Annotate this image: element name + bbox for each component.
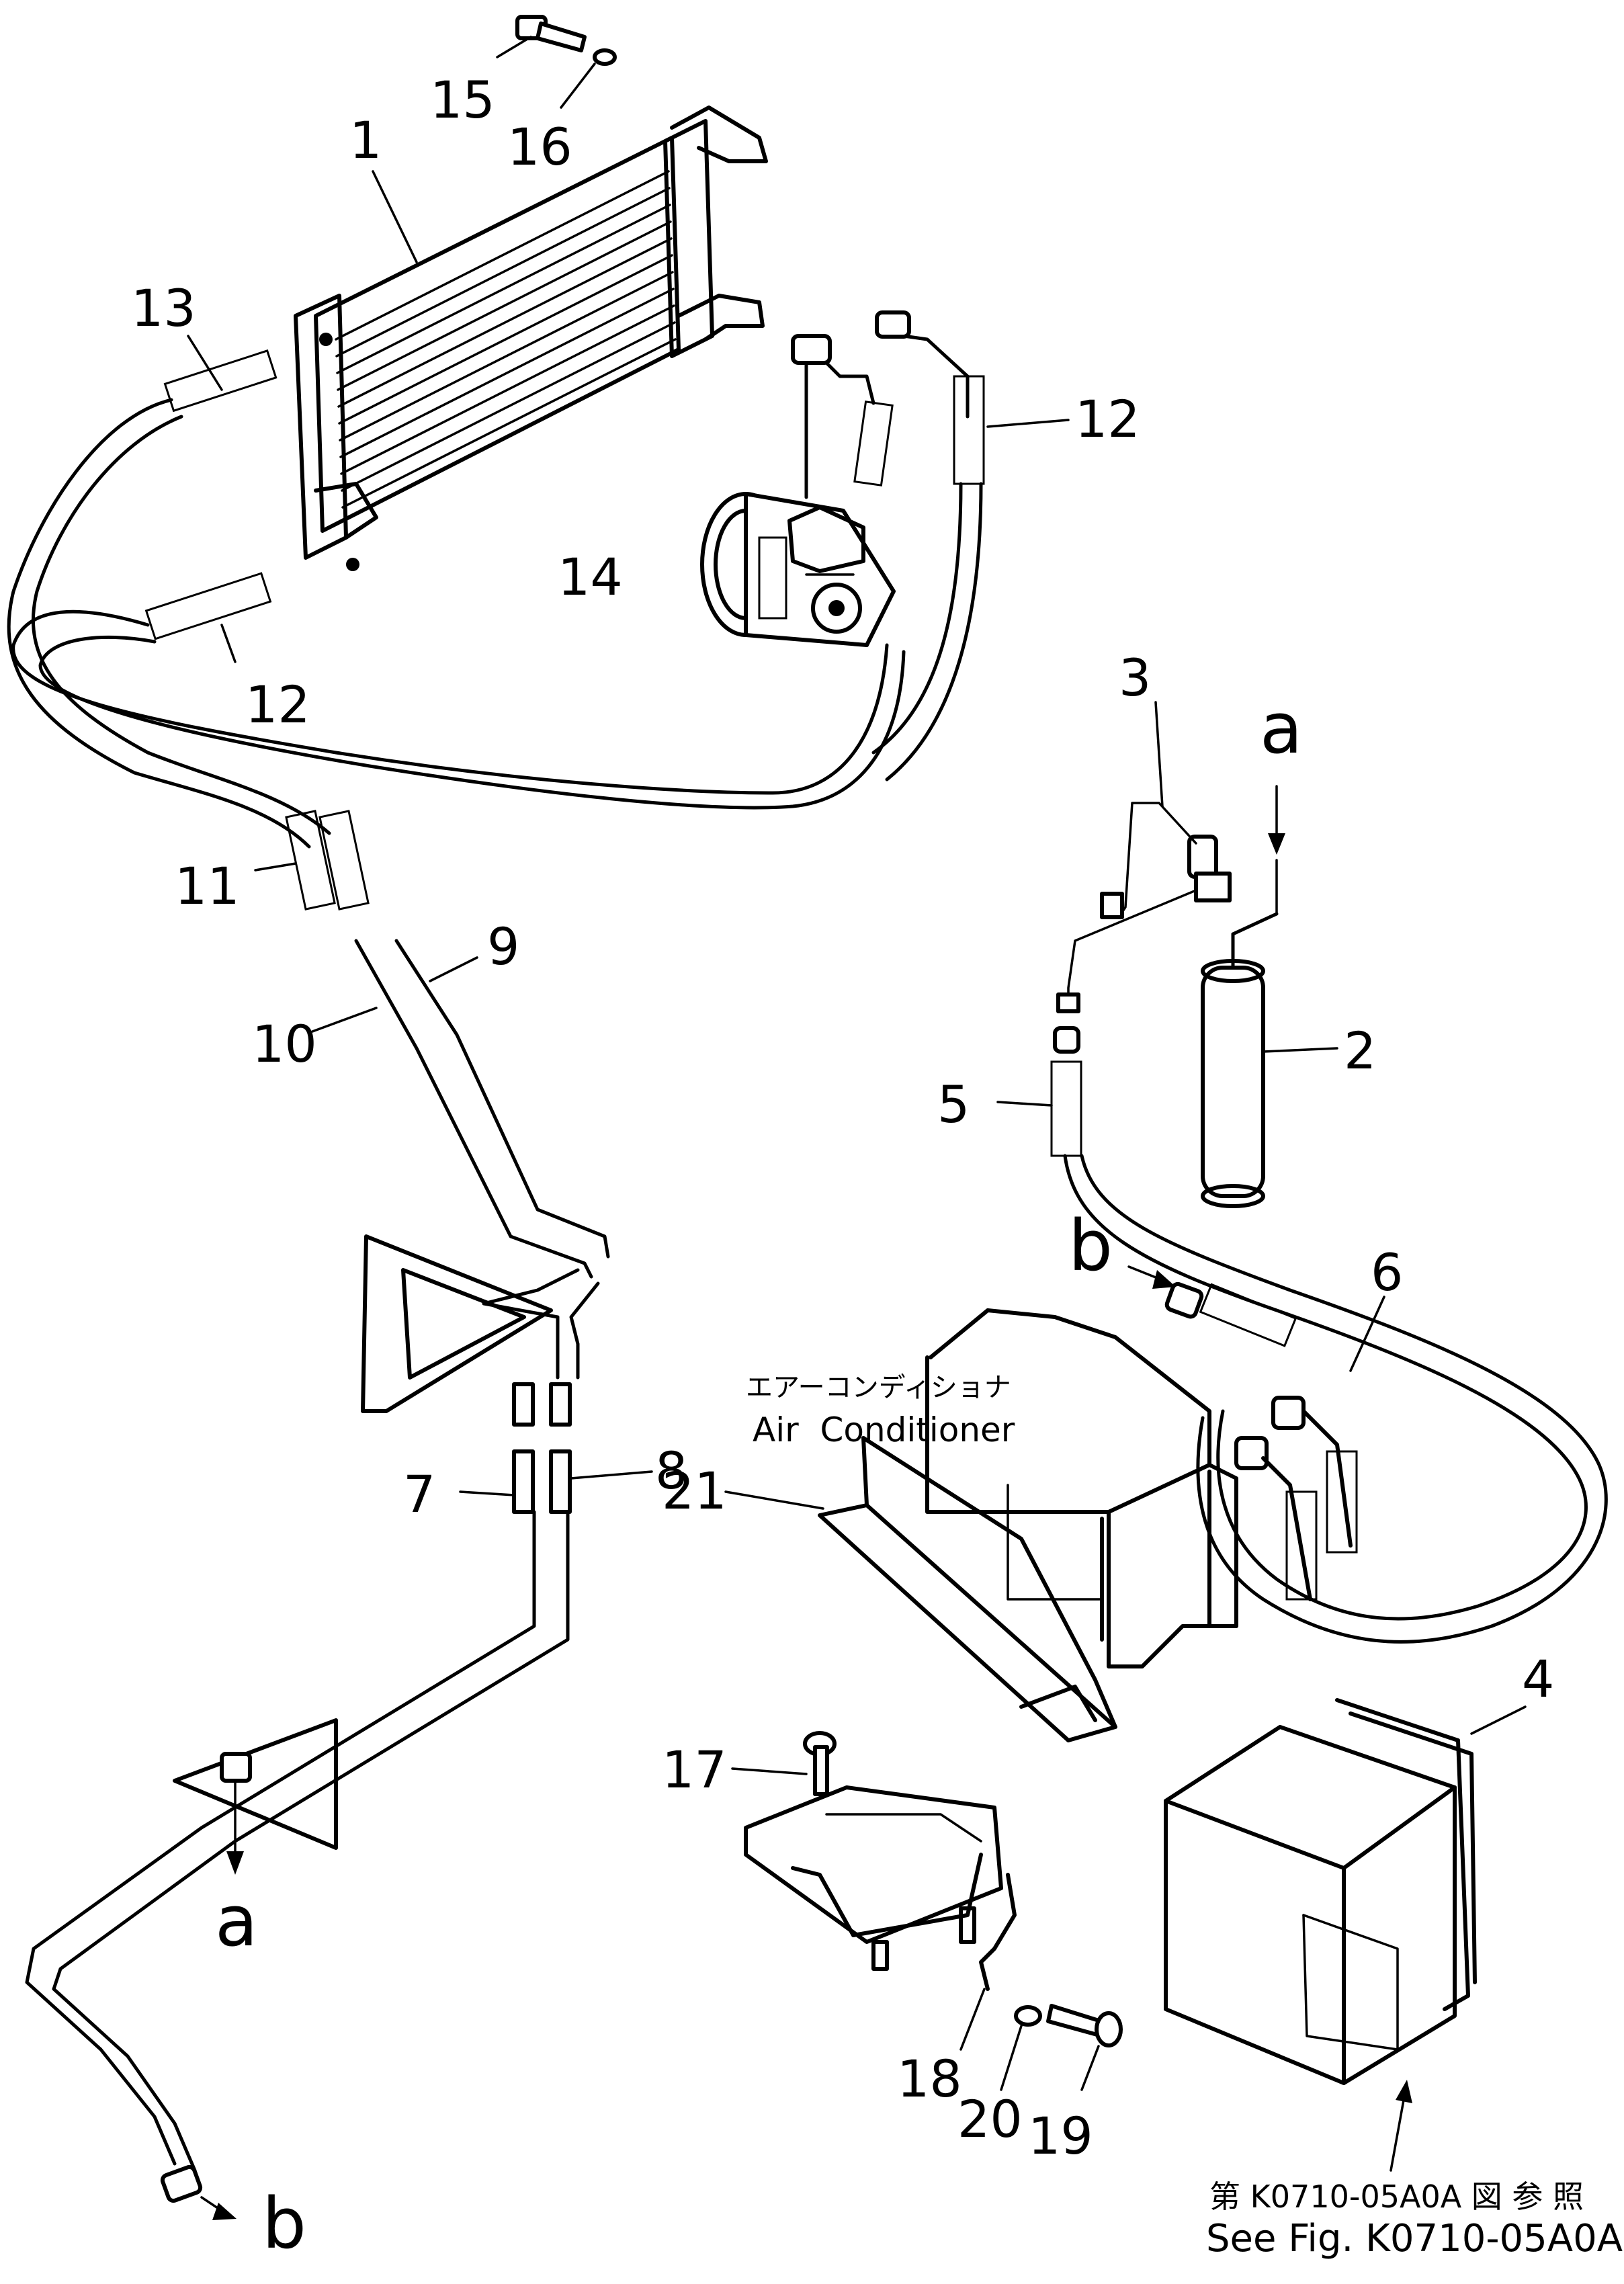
bolt-19 [1046, 2004, 1123, 2047]
callout-7: 7 [403, 1464, 435, 1524]
washer-20 [1014, 2005, 1042, 2027]
connector-b-bottom: b [262, 2183, 306, 2265]
screw [803, 1731, 837, 1796]
stay [979, 1873, 1017, 1991]
callout-14: 14 [558, 547, 623, 607]
callout-11: 11 [175, 856, 240, 916]
connector-b-mid: b [1068, 1205, 1113, 1287]
callout-12-left: 12 [245, 675, 310, 734]
bolt [515, 15, 587, 52]
condenser [294, 105, 768, 571]
reference-note: 第 K0710-05A0A 図 参 照 See Fig. K0710-05A0A [1206, 2179, 1623, 2260]
callout-18: 18 [897, 2049, 962, 2109]
callout-9: 9 [487, 917, 519, 976]
callout-8: 8 [655, 1441, 687, 1500]
bracket [818, 1436, 1117, 1742]
callout-12-right: 12 [1075, 389, 1140, 449]
callout-1: 1 [349, 110, 382, 170]
washer [593, 48, 617, 66]
callout-6: 6 [1371, 1242, 1403, 1302]
callout-16: 16 [507, 117, 572, 177]
callout-20: 20 [957, 2089, 1023, 2149]
connector-a-top: a [1260, 687, 1303, 769]
pressure-switch [1056, 802, 1232, 1013]
callout-13: 13 [131, 278, 196, 338]
leader-lines [187, 36, 1527, 2220]
callout-2: 2 [1344, 1021, 1376, 1081]
air-conditioner-unit [925, 1308, 1238, 1668]
compressor [700, 492, 896, 647]
reference-note-jp: 第 K0710-05A0A 図 参 照 [1209, 2179, 1584, 2215]
receiver-drier [1201, 912, 1279, 1208]
callout-4: 4 [1522, 1649, 1554, 1709]
callout-19: 19 [1028, 2106, 1093, 2166]
callout-17: 17 [662, 1740, 727, 1800]
air-conditioner-label-en: Air Conditioner [753, 1410, 1015, 1449]
connector-a-bottom: a [215, 1880, 258, 1962]
callout-labels: 1 2 3 4 5 6 7 8 9 10 11 12 12 13 14 15 1… [131, 70, 1554, 2166]
callout-15: 15 [430, 70, 495, 130]
callout-5: 5 [937, 1074, 970, 1134]
air-conditioner-label: エアーコンディショナ Air Conditioner [746, 1372, 1015, 1449]
callout-10: 10 [252, 1014, 317, 1074]
reference-note-en: See Fig. K0710-05A0A [1206, 2217, 1623, 2260]
control-panel [744, 1785, 1003, 1971]
refrigerant-lines [7, 310, 1608, 2203]
callout-3: 3 [1119, 648, 1151, 708]
connector-labels: a a b b [215, 687, 1303, 2265]
callout-21: 21 [662, 1461, 727, 1521]
air-conditioner-label-jp: エアーコンディショナ [746, 1372, 1011, 1403]
filter-box [1164, 1698, 1477, 2085]
